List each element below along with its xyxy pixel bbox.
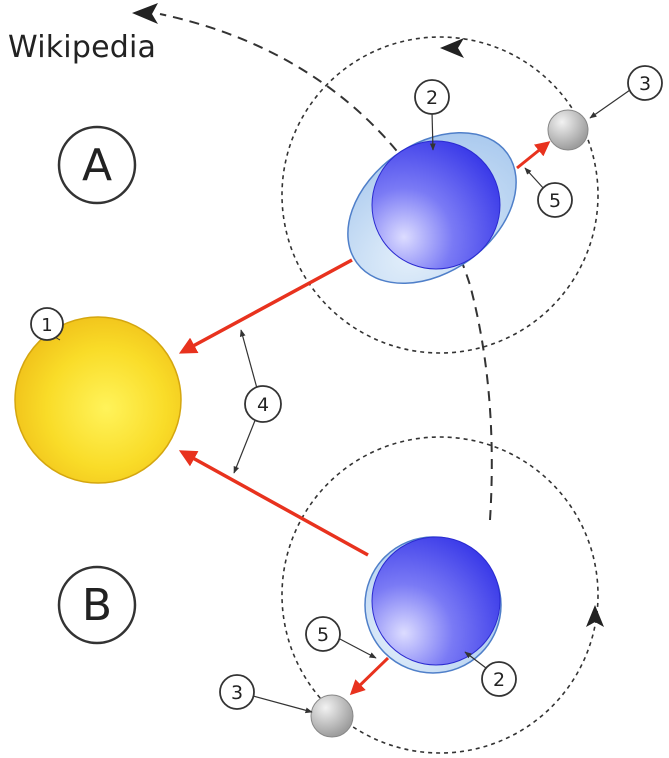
- leader-bulge-b: [464, 651, 487, 669]
- moon-gravity-arrow-a: [516, 141, 551, 170]
- leader-gravity-2: [233, 417, 257, 474]
- planet-a: [371, 140, 501, 270]
- moon-a: [547, 109, 589, 151]
- moon-b: [310, 694, 354, 738]
- callout-bulge-b: 2: [481, 661, 517, 697]
- callout-bulge-a: 2: [414, 79, 450, 115]
- gravity-arrow-a: [178, 258, 353, 354]
- leader-moon-a: [589, 89, 631, 119]
- leader-moon-arrow-a: [524, 167, 546, 191]
- wikipedia-watermark: Wikipedia: [8, 30, 157, 65]
- svg-text:5: 5: [549, 190, 561, 212]
- svg-text:5: 5: [317, 624, 329, 646]
- svg-text:A: A: [82, 140, 112, 191]
- callout-moon-arrow-b: 5: [305, 616, 341, 652]
- callout-moon-arrow-a: 5: [537, 182, 573, 218]
- planet-orbit-arrow-icon: [132, 3, 158, 24]
- moon-orbit-a-arrow-icon: [440, 38, 464, 58]
- leader-bulge-a: [429, 111, 436, 151]
- svg-text:2: 2: [493, 669, 505, 691]
- leader-moon-arrow-b: [337, 637, 377, 659]
- moon-orbit-b-arrow-icon: [586, 605, 604, 627]
- moon-orbit-b: [281, 436, 599, 754]
- moon-gravity-arrow-b: [349, 656, 390, 696]
- leader-moon-b: [252, 695, 313, 714]
- callout-moon-a: 3: [627, 65, 663, 101]
- leader-gravity-1: [239, 329, 259, 393]
- svg-text:1: 1: [41, 315, 52, 336]
- svg-text:3: 3: [639, 73, 651, 95]
- svg-text:B: B: [82, 580, 112, 631]
- sun: [14, 316, 182, 484]
- position-label-b: B: [57, 565, 137, 645]
- position-label-a: A: [57, 125, 137, 205]
- gravity-arrow-b: [178, 450, 369, 557]
- callout-gravity: 4: [244, 385, 282, 423]
- planet-b: [371, 536, 501, 666]
- callout-moon-b: 3: [219, 674, 255, 710]
- svg-text:4: 4: [257, 394, 269, 416]
- svg-text:2: 2: [426, 87, 438, 109]
- svg-text:3: 3: [231, 682, 243, 704]
- callout-sun: 1: [30, 307, 64, 341]
- moon-orbit-a: [281, 36, 599, 354]
